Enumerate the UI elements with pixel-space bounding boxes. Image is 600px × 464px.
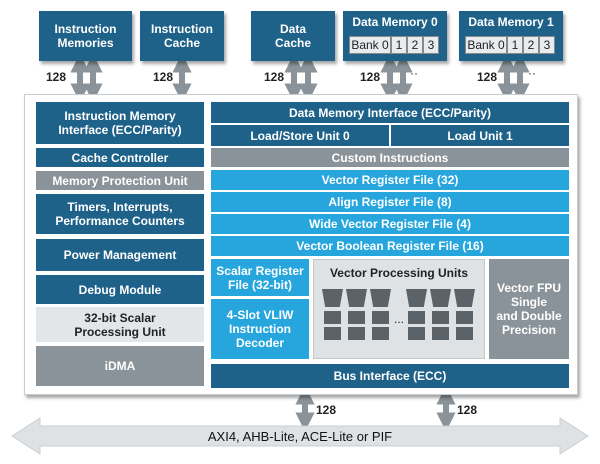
bus-interface-label: Bus Interface (ECC) [333, 369, 447, 383]
sreg-label: Scalar Register File (32-bit) [216, 263, 304, 292]
bank-1: 1 [507, 36, 523, 54]
memory-protection-unit: Memory Protection Unit [36, 171, 204, 190]
more-banks-dots: ·· [528, 66, 536, 80]
width-label: 128 [264, 70, 285, 84]
instruction-memory-interface: Instruction Memory Interface (ECC/Parity… [36, 102, 204, 144]
vector-boolean-register-file: Vector Boolean Register File (16) [211, 236, 569, 256]
data-memory-1-title: Data Memory 1 [468, 15, 554, 29]
system-bus [11, 417, 589, 455]
vpu-lane-block [432, 327, 449, 340]
bank-0: Bank 0 [465, 36, 507, 54]
vpu-lane-block [372, 327, 389, 340]
vpu-lane-block [408, 311, 425, 324]
load-store-unit-0: Load/Store Unit 0 [211, 125, 389, 146]
power-management: Power Management [36, 239, 204, 271]
timers-label: Timers, Interrupts, Performance Counters [55, 200, 185, 228]
cache-controller: Cache Controller [36, 148, 204, 167]
scalar-label: 32-bit Scalar Processing Unit [74, 310, 166, 339]
vpu-lane-block [408, 327, 425, 340]
data-cache: Data Cache [251, 11, 335, 61]
idma-label: iDMA [104, 359, 136, 373]
wide-vector-register-file: Wide Vector Register File (4) [211, 214, 569, 234]
load-unit-1: Load Unit 1 [391, 125, 569, 146]
vpu-lane-block [322, 289, 343, 307]
bus-interface: Bus Interface (ECC) [211, 364, 569, 388]
vliw-label: 4-Slot VLIW Instruction Decoder [226, 308, 294, 350]
bank-1: 1 [391, 36, 407, 54]
bank-3: 3 [539, 36, 555, 54]
lu1-label: Load Unit 1 [447, 128, 513, 143]
vpu-lane-block [370, 289, 391, 307]
vpu-lane-block [372, 311, 389, 324]
system-bus-label: AXI4, AHB-Lite, ACE-Lite or PIF [207, 429, 393, 444]
instruction-cache: Instruction Cache [140, 11, 224, 61]
vpu-lane-block [430, 289, 451, 307]
vpu-lane-block [324, 311, 341, 324]
vpu-lane-block [432, 311, 449, 324]
data-memory-1: Data Memory 1 Bank 0 1 2 3 [459, 11, 563, 61]
dmem-interface-label: Data Memory Interface (ECC/Parity) [288, 105, 492, 120]
width-label: 128 [457, 403, 478, 417]
vbreg-label: Vector Boolean Register File (16) [296, 239, 484, 253]
vreg-label: Vector Register File (32) [321, 173, 459, 187]
width-label: 128 [360, 70, 381, 84]
custom-instructions: Custom Instructions [211, 148, 569, 167]
vpu-lane-block [346, 289, 367, 307]
debug-label: Debug Module [78, 282, 162, 297]
timers-interrupts-counters: Timers, Interrupts, Performance Counters [36, 194, 204, 234]
vpu-lane-block [348, 311, 365, 324]
debug-module: Debug Module [36, 275, 204, 304]
width-label: 128 [316, 403, 337, 417]
instruction-memories: Instruction Memories [39, 11, 132, 61]
imem-interface-label: Instruction Memory Interface (ECC/Parity… [58, 109, 182, 137]
vpu-lane-block [406, 289, 427, 307]
idma: iDMA [36, 346, 204, 386]
data-cache-label: Data Cache [274, 22, 312, 50]
data-memory-0-banks: Bank 0 1 2 3 [349, 36, 439, 54]
width-label: 128 [477, 70, 498, 84]
vpu-lane-block [324, 327, 341, 340]
vfpu-label: Vector FPU Single and Double Precision [496, 281, 562, 337]
width-label: 128 [46, 70, 67, 84]
scalar-processing-unit: 32-bit Scalar Processing Unit [36, 307, 204, 342]
align-register-file: Align Register File (8) [211, 192, 569, 212]
instruction-memories-label: Instruction Memories [54, 22, 117, 50]
vector-register-file: Vector Register File (32) [211, 170, 569, 190]
vpu-lane-block [454, 289, 475, 307]
data-memory-1-banks: Bank 0 1 2 3 [465, 36, 555, 54]
vpu-dots: ... [394, 312, 405, 326]
data-memory-0: Data Memory 0 Bank 0 1 2 3 [343, 11, 447, 61]
vpu-lane-block [456, 311, 473, 324]
custom-label: Custom Instructions [331, 150, 449, 165]
areg-label: Align Register File (8) [328, 195, 452, 209]
mpu-label: Memory Protection Unit [52, 173, 188, 188]
cache-controller-label: Cache Controller [71, 150, 169, 165]
instruction-cache-label: Instruction Cache [151, 22, 213, 50]
vpu-lane-block [348, 327, 365, 340]
data-memory-interface: Data Memory Interface (ECC/Parity) [211, 102, 569, 123]
vpu-lane-block [456, 327, 473, 340]
bank-2: 2 [523, 36, 539, 54]
data-memory-0-title: Data Memory 0 [352, 15, 438, 29]
scalar-register-file: Scalar Register File (32-bit) [211, 259, 309, 296]
vliw-instruction-decoder: 4-Slot VLIW Instruction Decoder [211, 299, 309, 359]
lsu0-label: Load/Store Unit 0 [250, 128, 350, 143]
more-banks-dots: ·· [410, 66, 418, 80]
bank-0: Bank 0 [349, 36, 391, 54]
power-label: Power Management [63, 248, 177, 262]
vector-processing-units: Vector Processing Units ... [313, 259, 485, 359]
bank-2: 2 [407, 36, 423, 54]
vector-fpu: Vector FPU Single and Double Precision [489, 259, 569, 359]
vpu-title: Vector Processing Units [329, 266, 469, 280]
bank-3: 3 [423, 36, 439, 54]
width-label: 128 [153, 70, 174, 84]
wvreg-label: Wide Vector Register File (4) [309, 217, 471, 231]
